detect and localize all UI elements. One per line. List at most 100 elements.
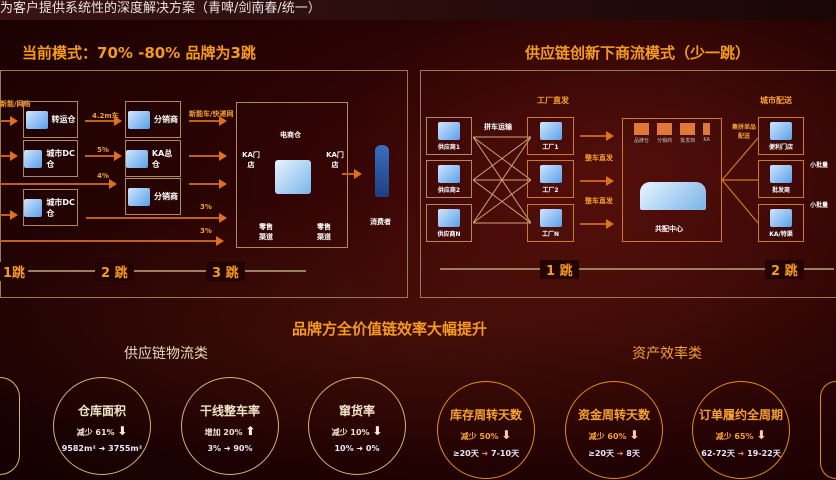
supplier-factory-mesh bbox=[473, 136, 531, 224]
arrow-right-icon: ➜ bbox=[616, 449, 624, 458]
warehouse-icon bbox=[438, 121, 460, 140]
current-mode-title: 当前模式：70% -80% 品牌为3跳 bbox=[22, 44, 256, 62]
from-value: 62-72天 bbox=[701, 449, 735, 458]
arrow bbox=[86, 213, 227, 223]
metric-name: 仓库面积 bbox=[77, 404, 126, 418]
supplier-box: 供应商2 bbox=[426, 160, 472, 198]
store-icon bbox=[770, 208, 792, 227]
retail-hub-box bbox=[236, 102, 348, 248]
metric-circle: 窜货率 减少 10% ⬇ 10% ➜ 0% bbox=[308, 377, 406, 475]
metric-name: 资金周转天数 bbox=[577, 408, 650, 422]
warehouse-box: 城市DC仓 bbox=[23, 140, 78, 177]
arrow-right-icon: ➜ bbox=[737, 449, 745, 458]
hop-line bbox=[16, 270, 306, 272]
outlet-box: 批发商 bbox=[758, 160, 804, 198]
arrow-label: 3% bbox=[200, 227, 212, 235]
metric-name: 订单履约全周期 bbox=[698, 408, 783, 422]
box-label: 供应商1 bbox=[437, 143, 461, 151]
change-text: 增加 20% bbox=[204, 428, 243, 437]
warehouse-icon bbox=[24, 198, 43, 217]
distributor-box: 分销商 bbox=[125, 178, 181, 215]
store-label: 零售渠道 bbox=[317, 223, 331, 241]
hop-label: 2 跳 bbox=[765, 260, 804, 279]
distribution-arrows bbox=[722, 137, 759, 224]
ka-warehouse-box: KA总仓 bbox=[125, 140, 181, 177]
arrow-right-icon: ➜ bbox=[356, 444, 364, 453]
from-value: ≥20天 bbox=[452, 449, 479, 458]
from-value: 10% bbox=[334, 444, 354, 453]
box-label: 工厂N bbox=[541, 230, 560, 238]
metric-name: 干线整车率 bbox=[199, 404, 260, 418]
factory-box: 工厂N bbox=[527, 204, 574, 242]
metric-change: 减少 60% ⬇ bbox=[566, 428, 662, 442]
metric-name: 库存周转天数 bbox=[449, 408, 522, 422]
store-icon bbox=[770, 121, 792, 140]
hub-source: 分销商 bbox=[657, 123, 673, 144]
metric-change: 增加 20% ⬆ bbox=[182, 424, 278, 438]
arrow bbox=[0, 151, 18, 161]
distribution-label: 集拼单品配送 bbox=[731, 124, 756, 140]
store-label: 电商仓 bbox=[280, 131, 301, 139]
supplier-box: 供应商N bbox=[426, 204, 472, 242]
change-text: 减少 65% bbox=[715, 432, 754, 441]
change-text: 减少 60% bbox=[588, 432, 627, 441]
store-label: 零售渠道 bbox=[259, 223, 273, 241]
hub-source: 批发商 bbox=[680, 123, 696, 144]
metric-change: 减少 65% ⬇ bbox=[693, 428, 789, 442]
consumer-icon bbox=[375, 145, 389, 197]
warehouse-icon bbox=[25, 110, 48, 129]
from-value: 3% bbox=[207, 444, 222, 453]
box-label: KA/特渠 bbox=[769, 230, 793, 238]
arrow bbox=[189, 116, 227, 126]
change-text: 减少 61% bbox=[76, 428, 115, 437]
warehouse-icon bbox=[24, 149, 43, 168]
to-value: 7-10天 bbox=[491, 449, 520, 458]
arrow bbox=[189, 151, 227, 161]
arrow-label: 整车直发 bbox=[585, 154, 613, 162]
arrow bbox=[580, 176, 614, 186]
metric-name: 窜货率 bbox=[338, 404, 375, 418]
change-text: 减少 50% bbox=[460, 432, 499, 441]
arrow bbox=[0, 210, 18, 220]
box-label: 工厂2 bbox=[542, 186, 559, 194]
store-label: KA门店 bbox=[326, 151, 344, 169]
metric-change: 减少 50% ⬇ bbox=[438, 428, 534, 442]
metric-circle-partial bbox=[0, 377, 20, 475]
factory-box: 工厂1 bbox=[527, 117, 574, 155]
warehouse-icon bbox=[128, 187, 150, 206]
warehouse-icon bbox=[438, 208, 460, 227]
side-label: 小批量 bbox=[810, 202, 829, 209]
distribution-center-icon bbox=[640, 182, 706, 210]
arrow bbox=[342, 169, 362, 179]
store-label: KA门店 bbox=[242, 151, 260, 169]
hop-label: 3 跳 bbox=[206, 262, 245, 281]
store-icon bbox=[770, 164, 792, 183]
box-label: 城市DC仓 bbox=[46, 148, 75, 169]
hop-label: 1 跳 bbox=[540, 260, 579, 279]
factory-icon bbox=[539, 208, 562, 227]
down-arrow-icon: ⬇ bbox=[629, 428, 640, 442]
metric-change: 减少 61% ⬇ bbox=[54, 424, 150, 438]
arrow-label: 3% bbox=[200, 203, 212, 211]
arrow bbox=[0, 179, 117, 189]
warehouse-icon bbox=[438, 164, 460, 183]
down-arrow-icon: ⬇ bbox=[756, 428, 767, 442]
hub-source: 品牌仓 bbox=[634, 123, 650, 144]
section-label: 工厂直发 bbox=[537, 96, 569, 105]
outlet-box: KA/特渠 bbox=[758, 204, 804, 242]
metric-circle: 干线整车率 增加 20% ⬆ 3% ➜ 90% bbox=[181, 377, 279, 475]
arrow-label: 4.2m车 bbox=[92, 112, 119, 120]
box-label: 城市DC仓 bbox=[46, 197, 75, 218]
arrow bbox=[85, 151, 122, 161]
consumer-label: 消费者 bbox=[370, 218, 391, 226]
arrow bbox=[0, 236, 224, 246]
to-value: 19-22天 bbox=[747, 449, 781, 458]
side-label: 小批量 bbox=[810, 162, 829, 169]
box-label: 工厂1 bbox=[542, 143, 559, 151]
mesh-label: 拼车运输 bbox=[484, 123, 512, 131]
to-value: 3755m² bbox=[108, 444, 143, 453]
box-label: 供应商N bbox=[437, 230, 461, 238]
warehouse-box: 转运仓 bbox=[23, 101, 78, 138]
arrow bbox=[189, 179, 227, 189]
metric-values: 62-72天 ➜ 19-22天 bbox=[693, 448, 789, 459]
